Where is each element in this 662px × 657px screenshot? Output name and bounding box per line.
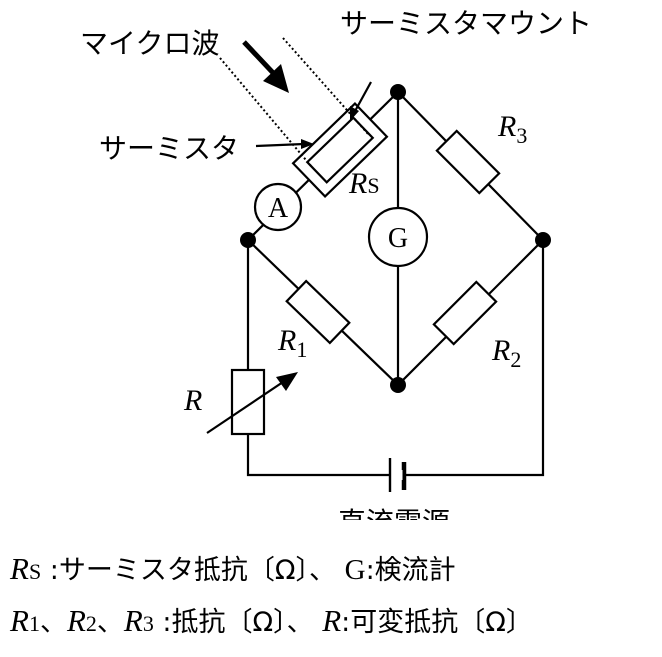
bridge-circuit-diagram: A G マイクロ波 サーミスタマウント サーミスタ RS R1 R2 R3 R … bbox=[80, 7, 592, 520]
wire-right-outer bbox=[404, 240, 545, 477]
legend-rs-desc: :サーミスタ抵抗〔Ω〕、 bbox=[49, 555, 337, 586]
r3-label: R3 bbox=[497, 110, 527, 148]
r2-label: R2 bbox=[491, 334, 521, 372]
legend-line-1: RS :サーミスタ抵抗〔Ω〕、 G:検流計 bbox=[10, 548, 660, 587]
ammeter bbox=[253, 182, 303, 232]
mount-leader-line bbox=[353, 81, 372, 114]
legend-r1-symbol: R bbox=[10, 603, 29, 638]
legend-rs-symbol: R bbox=[10, 551, 29, 586]
microwave-arrow-shaft bbox=[242, 40, 278, 78]
legend-sep-1: 、 bbox=[39, 607, 67, 638]
rs-label: RS bbox=[348, 167, 380, 200]
microwave-label: マイクロ波 bbox=[80, 27, 219, 60]
variable-resistor-label: R bbox=[183, 384, 202, 417]
node-bottom bbox=[390, 377, 406, 393]
variable-resistor-arrow-shaft bbox=[206, 379, 287, 434]
node-right bbox=[535, 232, 551, 248]
legend-line-2: R1、R2、R3 :抵抗〔Ω〕、 R:可変抵抗〔Ω〕 bbox=[10, 600, 660, 639]
legend-r123-desc: :抵抗〔Ω〕、 bbox=[162, 607, 314, 638]
microwave-arrowhead bbox=[263, 64, 289, 93]
legend-r2-sub: 2 bbox=[85, 611, 97, 636]
variable-resistor bbox=[230, 368, 266, 436]
node-left bbox=[240, 232, 256, 248]
dc-source-label: 直流電源 bbox=[338, 506, 450, 520]
legend-g-desc: :検流計 bbox=[365, 555, 456, 586]
thermistor-leader-arrowhead bbox=[301, 139, 314, 149]
resistor-r3 bbox=[435, 129, 501, 195]
dc-source-gap bbox=[391, 470, 403, 480]
thermistor-leader-line bbox=[255, 142, 305, 148]
legend-r3-symbol: R bbox=[123, 603, 143, 638]
legend-r1-sub: 1 bbox=[28, 611, 40, 636]
mount-leader-arrowhead bbox=[350, 106, 359, 121]
r1-label: R1 bbox=[277, 324, 307, 362]
legend-rs-sub: S bbox=[28, 559, 42, 584]
legend-r-symbol: R bbox=[322, 603, 342, 638]
legend-r-desc: :可変抵抗〔Ω〕 bbox=[341, 607, 533, 638]
legend-r3-sub: 3 bbox=[142, 611, 154, 636]
legend-sep-2: 、 bbox=[96, 607, 124, 638]
microwave-dotted-line-lower bbox=[219, 57, 312, 167]
node-top bbox=[390, 84, 406, 100]
galvanometer-label: G bbox=[388, 223, 408, 254]
ammeter-label: A bbox=[268, 193, 289, 224]
thermistor-label: サーミスタ bbox=[99, 132, 239, 165]
thermistor-rs bbox=[305, 116, 375, 184]
resistor-r2 bbox=[432, 280, 498, 346]
thermistor-mount-label: サーミスタマウント bbox=[340, 7, 592, 40]
legend-r2-symbol: R bbox=[66, 603, 86, 638]
wire-left-outer bbox=[246, 240, 390, 477]
variable-resistor-arrowhead bbox=[276, 372, 298, 391]
microwave-dotted-line-upper bbox=[282, 37, 370, 136]
legend-g-symbol: G bbox=[344, 554, 366, 586]
resistor-r1 bbox=[285, 279, 351, 345]
galvanometer bbox=[367, 206, 429, 268]
